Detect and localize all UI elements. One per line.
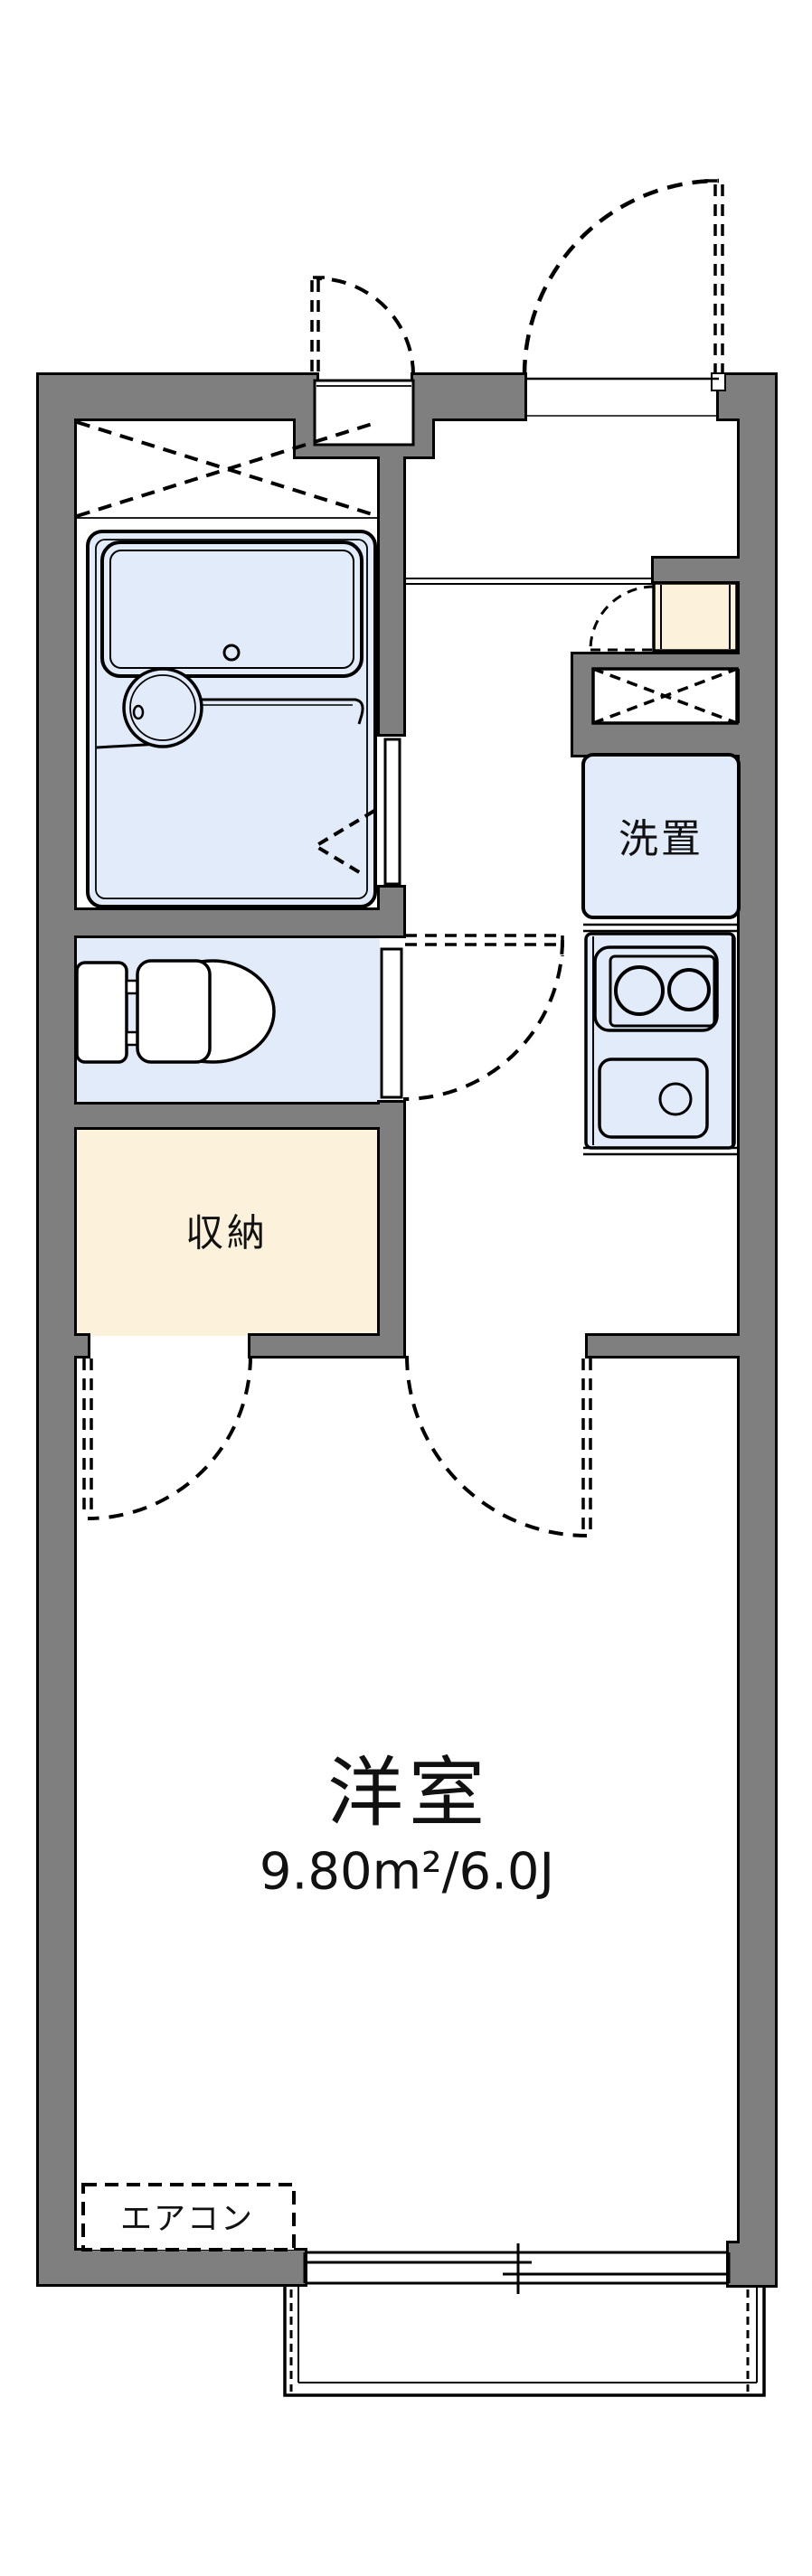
stove-inner	[609, 954, 716, 1028]
wall-toilet-bottom	[74, 1105, 380, 1127]
toilet-tank	[75, 961, 128, 1064]
window-leaf-lines	[310, 276, 326, 373]
shoe-cabinet-door-swing	[589, 585, 655, 652]
wall-left	[39, 375, 74, 2284]
storage-label: 収納	[184, 1210, 269, 1255]
toilet-door-panel	[380, 947, 403, 1099]
wall-bath-bottom	[74, 910, 380, 935]
wall-genkan-stub	[654, 559, 740, 581]
wall-storage-bottom-a	[74, 1336, 88, 1356]
kitchen	[583, 932, 739, 1156]
kitchen-sink	[598, 1058, 709, 1139]
wall-corridor-bottom	[588, 1336, 740, 1356]
wall-divider-upper	[380, 456, 403, 734]
entrance-door-swing	[522, 178, 724, 376]
laundry-shelf-line	[583, 923, 739, 933]
wash-basin-inner	[129, 674, 196, 741]
laundry-label: 洗置	[618, 816, 703, 862]
bath-door-panel	[383, 738, 401, 886]
counter-edge-line	[194, 698, 364, 725]
genkan-step-line	[403, 578, 654, 585]
wall-divider-middle	[380, 888, 403, 935]
bathtub-inner-line	[109, 550, 354, 669]
laundry-box	[581, 753, 741, 919]
bathtub	[100, 541, 364, 678]
storage-floor	[74, 1127, 380, 1336]
wall-bottom-left	[39, 2251, 305, 2284]
wall-nook-band	[573, 723, 740, 755]
balcony-partition-dashes	[289, 2289, 750, 2392]
wash-basin	[122, 667, 203, 748]
entrance-hinge-notch	[711, 372, 726, 391]
storage-door-swing	[87, 1355, 252, 1520]
counter-edge-lines	[592, 936, 733, 1145]
unit-bath-inner-line	[95, 539, 368, 899]
aircon-label: エアコン	[119, 2201, 255, 2238]
wall-top-left	[39, 375, 316, 418]
toilet	[75, 934, 564, 1101]
wall-right	[740, 375, 775, 2285]
storage-door-leaf	[82, 1359, 93, 1517]
entrance	[403, 578, 739, 725]
room-doors	[82, 1355, 592, 1537]
sink-drain	[658, 1082, 693, 1116]
wall-nook-left	[573, 669, 593, 723]
bath-folding-door	[312, 809, 376, 878]
balcony	[283, 2285, 766, 2397]
wall-right-foot	[729, 2243, 740, 2285]
bathroom	[76, 420, 401, 908]
basin-faucet	[132, 704, 145, 720]
counter-bottom-line	[583, 1146, 739, 1156]
overhead-shelf-x	[76, 420, 379, 518]
wall-top-middle	[413, 375, 524, 418]
toilet-door-leaf	[405, 934, 564, 956]
wall-storage-bottom-b	[250, 1336, 380, 1356]
aircon-box	[81, 2183, 296, 2252]
bathroom-window	[310, 276, 415, 447]
shoe-cabinet	[652, 581, 739, 653]
wall-nook-top	[573, 654, 740, 669]
toilet-seat	[136, 959, 212, 1064]
overhead-cabinet-x	[592, 667, 738, 725]
window-swing-arc	[316, 277, 415, 376]
laundry-space	[581, 753, 741, 933]
burner-right	[667, 968, 711, 1011]
stove	[593, 945, 719, 1032]
toilet-door-swing	[402, 939, 564, 1101]
walls	[39, 375, 775, 2285]
room-door-leaf	[581, 1359, 592, 1534]
burner-left	[614, 965, 665, 1016]
wall-divider-lower	[380, 1103, 403, 1356]
south-window	[303, 2243, 731, 2294]
bathtub-drain	[222, 644, 241, 662]
room-name-label: 洋室	[326, 1748, 491, 1838]
shoe-cabinet-lines	[660, 585, 731, 649]
room-area-label: 9.80m²/6.0J	[259, 1842, 555, 1902]
